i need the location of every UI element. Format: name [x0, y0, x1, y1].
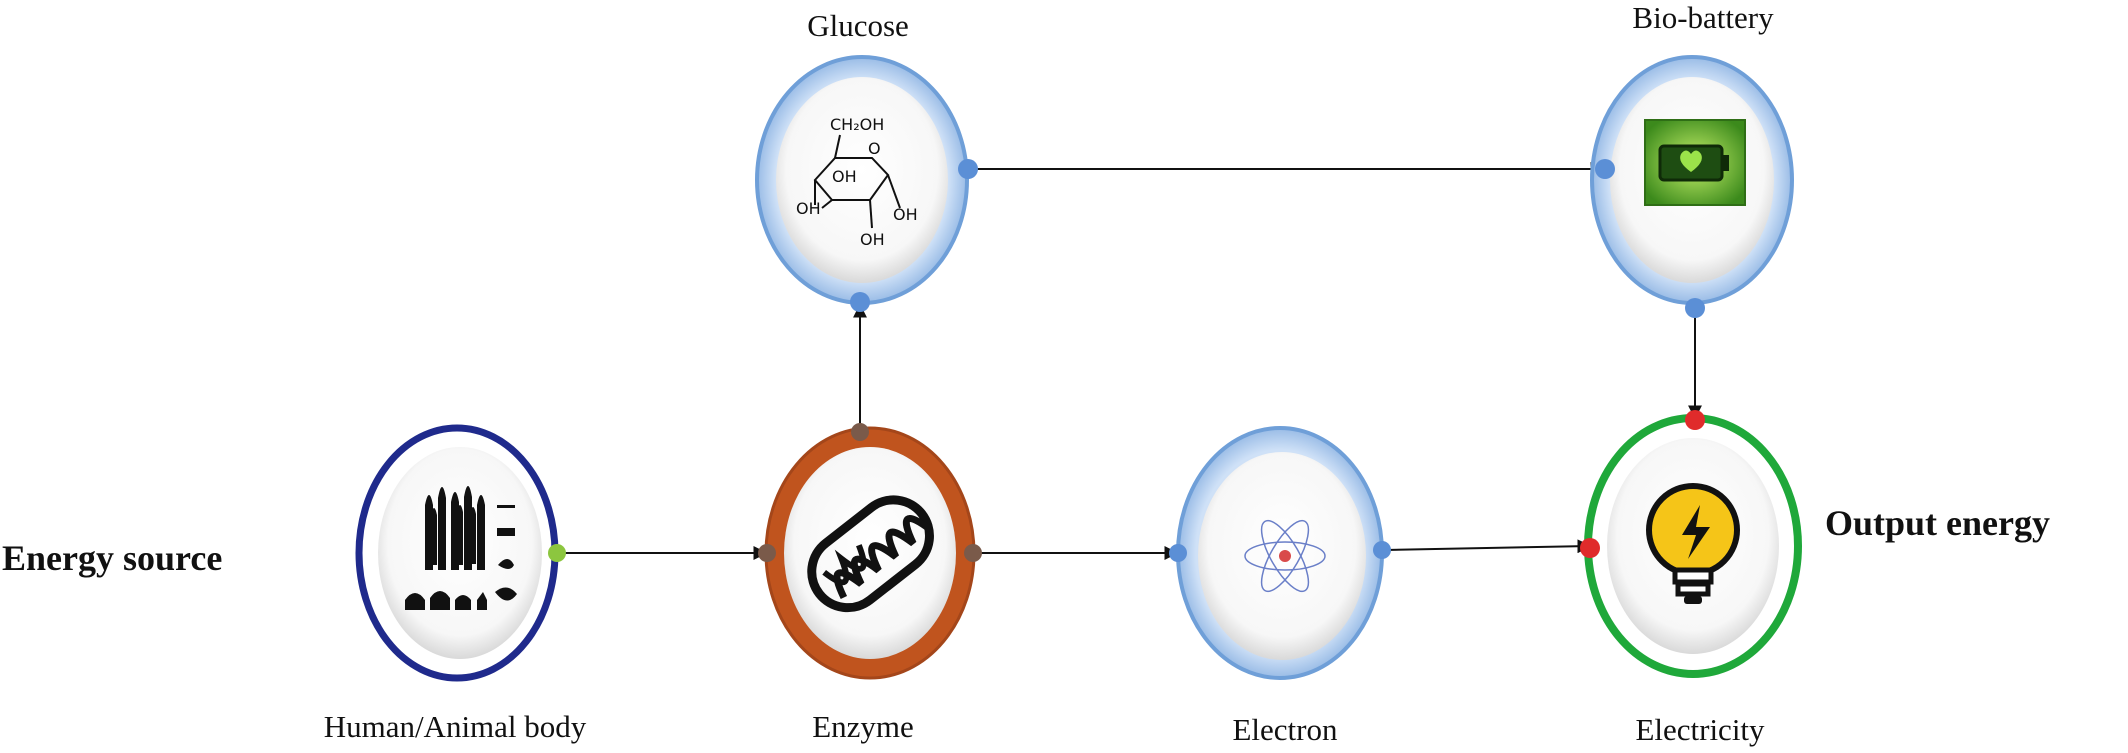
- node-electron: [1169, 426, 1391, 680]
- connectors: [562, 162, 1702, 560]
- glucose-right-port: [958, 159, 978, 179]
- glucose-structure-icon: CH₂OH O OH OH OH OH: [796, 115, 918, 249]
- arrow-electron-to-electricity: [1384, 539, 1592, 554]
- output-energy-label: Output energy: [1825, 503, 2050, 543]
- mitochondrion-icon: [807, 495, 934, 613]
- battery-left-port: [1595, 159, 1615, 179]
- electron-input-port: [1169, 544, 1187, 562]
- glucose-oh-3: OH: [893, 205, 918, 224]
- glucose-ch2oh: CH₂OH: [830, 115, 884, 134]
- glucose-oh-2: OH: [796, 199, 821, 218]
- human-output-port: [548, 544, 566, 562]
- node-electricity: [1580, 410, 1802, 678]
- enzyme-node-label: Enzyme: [812, 709, 914, 744]
- glucose-oh-1: OH: [832, 167, 857, 186]
- enzyme-output-port: [964, 544, 982, 562]
- human-animal-silhouettes-icon: [405, 486, 517, 610]
- glucose-oh-4: OH: [860, 230, 885, 249]
- energy-source-label: Energy source: [2, 538, 222, 578]
- battery-node-label: Bio-battery: [1632, 0, 1774, 35]
- node-enzyme: [758, 423, 982, 680]
- enzyme-input-port: [758, 544, 776, 562]
- battery-bottom-port: [1685, 298, 1705, 318]
- electron-output-port: [1373, 541, 1391, 559]
- battery-heart-icon: [1644, 119, 1746, 206]
- electron-node-label: Electron: [1232, 712, 1338, 747]
- atom-icon: [1244, 519, 1326, 593]
- light-bulb-icon: [1646, 483, 1740, 604]
- electricity-node-label: Electricity: [1635, 712, 1765, 747]
- electricity-top-port: [1685, 410, 1705, 430]
- node-glucose: CH₂OH O OH OH OH OH: [755, 55, 978, 312]
- node-human-animal-body: [355, 424, 566, 682]
- human-node-label: Human/Animal body: [324, 709, 587, 744]
- glucose-bottom-port: [850, 292, 870, 312]
- glucose-ring-o: O: [868, 139, 881, 158]
- enzyme-top-port: [851, 423, 869, 441]
- glucose-node-label: Glucose: [807, 8, 909, 43]
- node-bio-battery: [1590, 55, 1794, 318]
- electricity-left-port: [1580, 538, 1600, 558]
